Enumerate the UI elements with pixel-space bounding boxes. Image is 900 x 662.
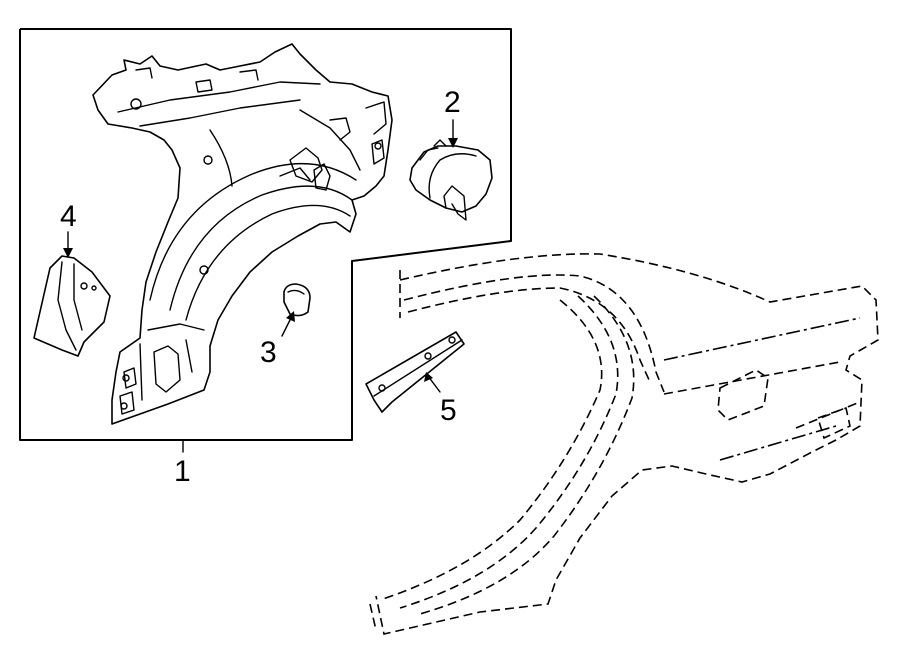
callout-5-arrowhead: [424, 372, 433, 382]
callout-3-arrowhead: [286, 311, 295, 322]
reinforcement-5: [365, 331, 465, 413]
callout-2-arrowhead: [448, 138, 458, 148]
quarter-panel-outline: [369, 253, 879, 635]
callout-label-1: 1: [174, 455, 191, 488]
callout-label-3: 3: [260, 336, 277, 369]
plug: [283, 283, 311, 317]
wheelhouse-panel: [92, 43, 393, 425]
callout-label-2: 2: [444, 86, 461, 119]
callout-4-arrowhead: [63, 248, 73, 258]
bracket-4: [33, 255, 111, 357]
fuel-filler-housing: [409, 139, 493, 221]
callout-label-5: 5: [440, 394, 457, 427]
inset-frame: [19, 28, 512, 441]
callout-label-4: 4: [60, 200, 77, 233]
